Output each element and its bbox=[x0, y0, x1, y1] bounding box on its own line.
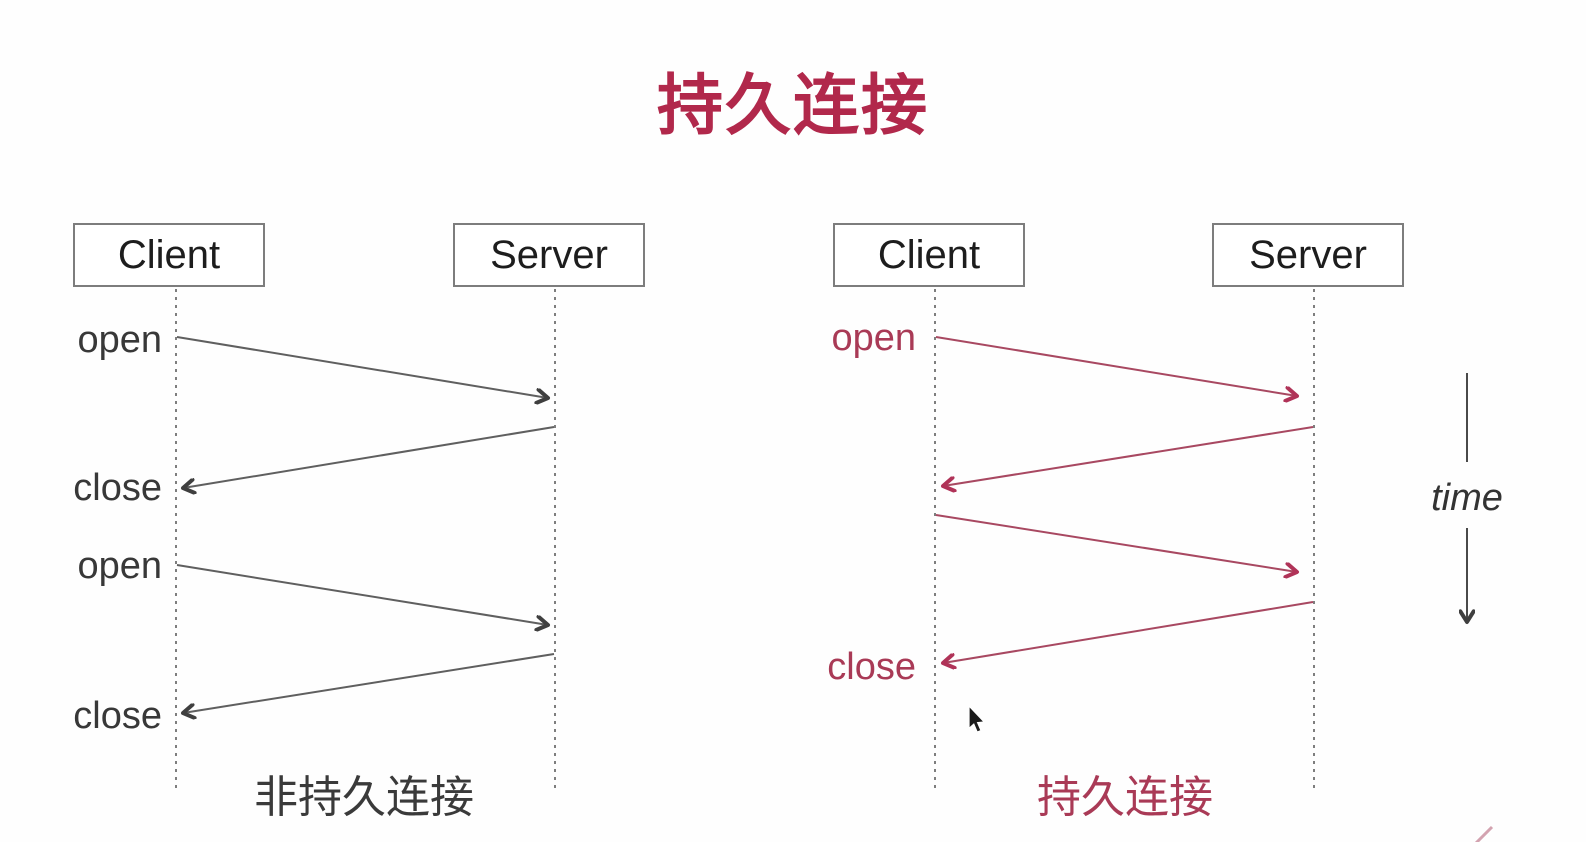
left-open-label-1: open bbox=[77, 319, 162, 361]
bottom-right-red-mark bbox=[1474, 825, 1494, 842]
right-server-label: Server bbox=[1249, 232, 1367, 277]
left-open-label-2: open bbox=[77, 545, 162, 587]
right-arrow-request-2 bbox=[935, 514, 1297, 572]
right-arrow-response-1 bbox=[943, 426, 1314, 486]
left-server-label: Server bbox=[490, 232, 608, 277]
right-caption: 持久连接 bbox=[1037, 773, 1213, 822]
right-arrow-close bbox=[943, 601, 1314, 663]
right-client-box: Client bbox=[833, 223, 1025, 287]
right-close-label: close bbox=[827, 646, 916, 688]
left-arrow-response-2 bbox=[183, 653, 555, 713]
left-arrow-open-1 bbox=[176, 336, 548, 398]
left-client-label: Client bbox=[117, 232, 221, 277]
time-label: time bbox=[1431, 477, 1503, 519]
right-server-box: Server bbox=[1212, 223, 1404, 287]
right-client-label: Client bbox=[877, 232, 981, 277]
page-title: 持久连接 bbox=[657, 68, 929, 142]
left-close-label-2: close bbox=[73, 695, 162, 737]
right-open-label: open bbox=[831, 317, 916, 359]
left-close-label-1: close bbox=[73, 467, 162, 509]
left-server-box: Server bbox=[453, 223, 645, 287]
left-arrow-open-2 bbox=[176, 564, 548, 625]
right-arrow-open bbox=[935, 336, 1297, 396]
left-arrow-response-1 bbox=[183, 426, 555, 488]
left-caption: 非持久连接 bbox=[254, 773, 474, 822]
mouse-cursor-icon bbox=[968, 704, 986, 733]
left-client-box: Client bbox=[73, 223, 265, 287]
